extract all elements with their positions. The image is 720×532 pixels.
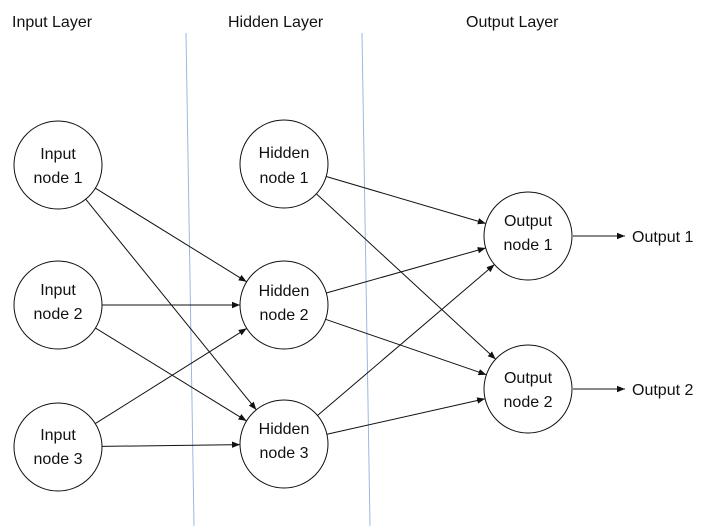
edge-hid2-to-out1: [326, 247, 486, 294]
output-label-2: Output 2: [632, 382, 693, 399]
edge-in3-to-hid3: [101, 441, 241, 448]
hidden-node-1: Hidden node 1: [239, 119, 329, 209]
layer-title-input: Input Layer: [12, 14, 93, 31]
node-label-line-2: node 1: [34, 170, 83, 187]
node-label-line-2: node 2: [504, 394, 553, 411]
edge-in3-to-hid2: [95, 327, 247, 425]
node-label-line-1: Input: [40, 427, 76, 444]
layer-divider-hidden-output: [361, 32, 371, 527]
node-label-line-1: Input: [40, 282, 76, 299]
node-label-line-1: Output: [504, 213, 553, 230]
node-label-line-2: node 1: [504, 237, 553, 254]
node-label-line-1: Hidden: [259, 145, 310, 162]
input-node-2: Input node 2: [13, 260, 103, 350]
node-label-line-1: Output: [504, 370, 553, 387]
node-label-line-2: node 1: [260, 170, 309, 187]
layer-title-hidden: Hidden Layer: [228, 14, 324, 31]
layer-divider-input-hidden: [185, 32, 195, 527]
node-label-line-2: node 3: [34, 451, 83, 468]
node-label-line-1: Input: [40, 146, 76, 163]
output-label-1: Output 1: [632, 229, 693, 246]
edge-in1-to-hid2: [95, 187, 247, 283]
node-label-line-2: node 2: [34, 306, 83, 323]
connection-edges: [85, 176, 497, 448]
hidden-node-2: Hidden node 2: [239, 260, 329, 350]
edge-hid3-to-out1: [317, 264, 495, 416]
edge-hid3-to-out2: [326, 397, 486, 435]
node-label-line-1: Hidden: [259, 283, 310, 300]
edge-hid1-to-out1: [326, 176, 486, 225]
hidden-node-3: Hidden node 3: [239, 399, 329, 489]
input-node-1: Input node 1: [13, 120, 103, 210]
node-label-line-2: node 2: [260, 307, 309, 324]
node-label-line-1: Hidden: [259, 421, 310, 438]
layer-title-output: Output Layer: [466, 14, 559, 31]
output-node-1: Output node 1: [483, 191, 573, 281]
input-node-3: Input node 3: [13, 402, 103, 492]
node-label-line-2: node 3: [260, 445, 309, 462]
edge-hid1-to-out2: [315, 193, 497, 360]
output-node-2: Output node 2: [483, 344, 573, 434]
edge-in2-to-hid3: [95, 327, 247, 422]
edge-hid2-to-out2: [325, 318, 487, 376]
